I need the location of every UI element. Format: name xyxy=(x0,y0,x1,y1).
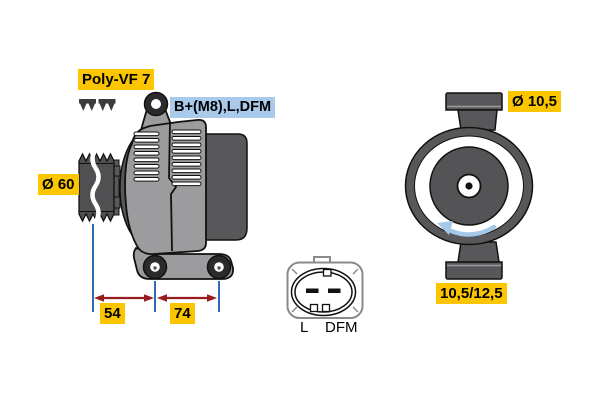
vent-slots xyxy=(133,129,202,187)
connector-corner-seams xyxy=(291,268,359,313)
dimension-label-54: 54 xyxy=(100,303,125,324)
connector-pin-label-dfm: DFM xyxy=(325,319,358,336)
rotation-arrow-icon xyxy=(437,221,497,237)
housing-seam xyxy=(168,121,178,252)
rear-top-flange xyxy=(445,92,503,131)
connector-view xyxy=(286,256,364,319)
connector-key xyxy=(322,268,332,277)
break-line xyxy=(90,148,101,224)
mounting-hole-diameter-label: Ø 10,5 xyxy=(508,91,562,112)
dimension-label-74: 74 xyxy=(170,303,195,324)
bottom-lug-right xyxy=(206,254,232,280)
connector-pin-dfm xyxy=(328,288,341,293)
terminals-label: B+(M8),L,DFM xyxy=(170,97,276,118)
dimension-lines xyxy=(92,224,220,312)
rear-view xyxy=(404,92,534,280)
connector-pin-label-l: L xyxy=(300,319,309,336)
shaft-center xyxy=(465,182,473,190)
side-view xyxy=(78,91,248,312)
connector-pin-l xyxy=(306,288,319,293)
belt-profile-icon xyxy=(79,99,116,111)
rear-housing-block xyxy=(205,133,248,241)
rear-bottom-flange xyxy=(445,241,503,280)
pulley-diameter-label: Ø 60 xyxy=(38,174,79,195)
pulley xyxy=(78,148,115,224)
top-mounting-lug xyxy=(143,91,169,117)
belt-type-label: Poly-VF 7 xyxy=(78,69,155,90)
bottom-lug-left xyxy=(142,254,168,280)
mounting-hole-widths-label: 10,5/12,5 xyxy=(436,283,507,304)
